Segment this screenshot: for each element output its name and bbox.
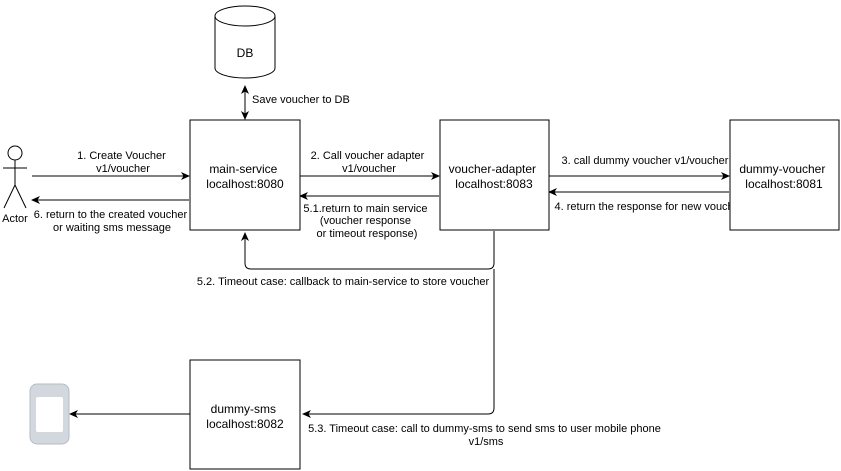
dummy-voucher-label: dummy-voucher localhost:8081 xyxy=(739,162,828,191)
actor-head xyxy=(7,145,23,161)
edge-label-line: v1/voucher xyxy=(342,163,396,175)
edge-timeout-callback xyxy=(241,231,495,270)
node-host: localhost:8081 xyxy=(745,177,823,191)
dummy-sms-node: dummy-sms localhost:8082 xyxy=(189,359,301,470)
edge-label-line: 5.1.return to main service xyxy=(303,203,427,215)
edge-label-line: 6. return to the created voucher xyxy=(34,209,188,221)
edge-label-line: 1. Create Voucher xyxy=(77,150,166,162)
edge-label-timeout-sms: 5.3. Timeout case: call to dummy-sms to … xyxy=(308,423,664,448)
db-cylinder: DB xyxy=(214,5,276,79)
edge-label-return-main: 5.1.return to main service (voucher resp… xyxy=(303,203,430,240)
node-name: voucher-adapter xyxy=(449,162,536,176)
main-service-node: main-service localhost:8080 xyxy=(189,119,301,231)
node-name: dummy-voucher xyxy=(739,162,825,176)
edge-label-save-db: Save voucher to DB xyxy=(252,94,350,106)
edge-label-line: or timeout response) xyxy=(317,228,418,240)
dummy-sms-label: dummy-sms localhost:8082 xyxy=(206,402,284,431)
voucher-adapter-label: voucher-adapter localhost:8083 xyxy=(449,162,540,191)
edge-label-line: 2. Call voucher adapter xyxy=(311,150,425,162)
edge-label-call-dummy-voucher: 3. call dummy voucher v1/voucher xyxy=(562,155,729,167)
edge-label-line: (voucher response xyxy=(320,215,411,227)
edge-label-call-adapter: 2. Call voucher adapter v1/voucher xyxy=(311,150,428,175)
edge-label-return-response: 4. return the response for new voucher xyxy=(555,201,744,213)
node-host: localhost:8080 xyxy=(206,177,284,191)
db-label: DB xyxy=(237,46,254,60)
edge-label-create-voucher: 1. Create Voucher v1/voucher xyxy=(77,150,169,175)
edge-label-line: v1/voucher xyxy=(96,163,150,175)
edge-label-timeout-callback: 5.2. Timeout case: callback to main-serv… xyxy=(197,276,490,288)
node-host: localhost:8082 xyxy=(206,417,284,431)
node-name: main-service xyxy=(209,162,277,176)
main-service-label: main-service localhost:8080 xyxy=(206,162,284,191)
node-host: localhost:8083 xyxy=(455,177,533,191)
edge-timeout-sms xyxy=(302,269,495,418)
edge-label-return-actor: 6. return to the created voucher or wait… xyxy=(34,209,191,234)
edge-label-line: 5.3. Timeout case: call to dummy-sms to … xyxy=(308,423,661,435)
node-name: dummy-sms xyxy=(211,402,276,416)
edge-label-line: v1/sms xyxy=(469,436,504,448)
actor-label: Actor xyxy=(2,213,28,225)
edge-label-line: or waiting sms message xyxy=(53,222,171,234)
actor-figure xyxy=(3,145,27,209)
dummy-voucher-node: dummy-voucher localhost:8081 xyxy=(729,119,840,231)
voucher-adapter-node: voucher-adapter localhost:8083 xyxy=(439,119,550,231)
mobile-phone-icon xyxy=(29,383,70,445)
